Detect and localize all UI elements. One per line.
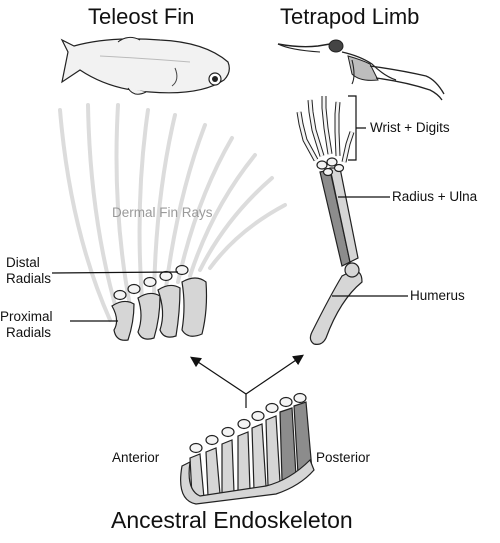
- distal-radials-label-line1: Distal: [6, 255, 40, 270]
- humerus-label: Humerus: [410, 288, 465, 303]
- tetrapod-limb-skeleton: [296, 96, 363, 345]
- wrist-digits-label: Wrist + Digits: [370, 120, 450, 135]
- proximal-radials-label-line2: Radials: [6, 325, 51, 340]
- fish-icon: [60, 36, 230, 95]
- ancestral-endoskeleton: [180, 392, 315, 505]
- anterior-label: Anterior: [112, 450, 160, 465]
- teleost-fin-skeleton: [111, 264, 208, 341]
- radius-ulna-label: Radius + Ulna: [392, 189, 478, 204]
- posterior-label: Posterior: [316, 450, 371, 465]
- distal-radials-label-line2: Radials: [6, 271, 51, 286]
- wrist-digits-bracket: [348, 95, 366, 161]
- evolution-arrows: [190, 354, 304, 408]
- swimmer-icon: [277, 39, 445, 101]
- proximal-radials-label-line1: Proximal: [0, 309, 53, 324]
- dermal-fin-rays-label: Dermal Fin Rays: [112, 205, 213, 220]
- teleost-fin-title: Teleost Fin: [88, 4, 194, 29]
- ancestral-endoskeleton-title: Ancestral Endoskeleton: [111, 507, 353, 533]
- tetrapod-limb-title: Tetrapod Limb: [280, 4, 419, 29]
- distal-radials-pointer: [51, 271, 179, 274]
- dermal-fin-rays: [58, 103, 287, 322]
